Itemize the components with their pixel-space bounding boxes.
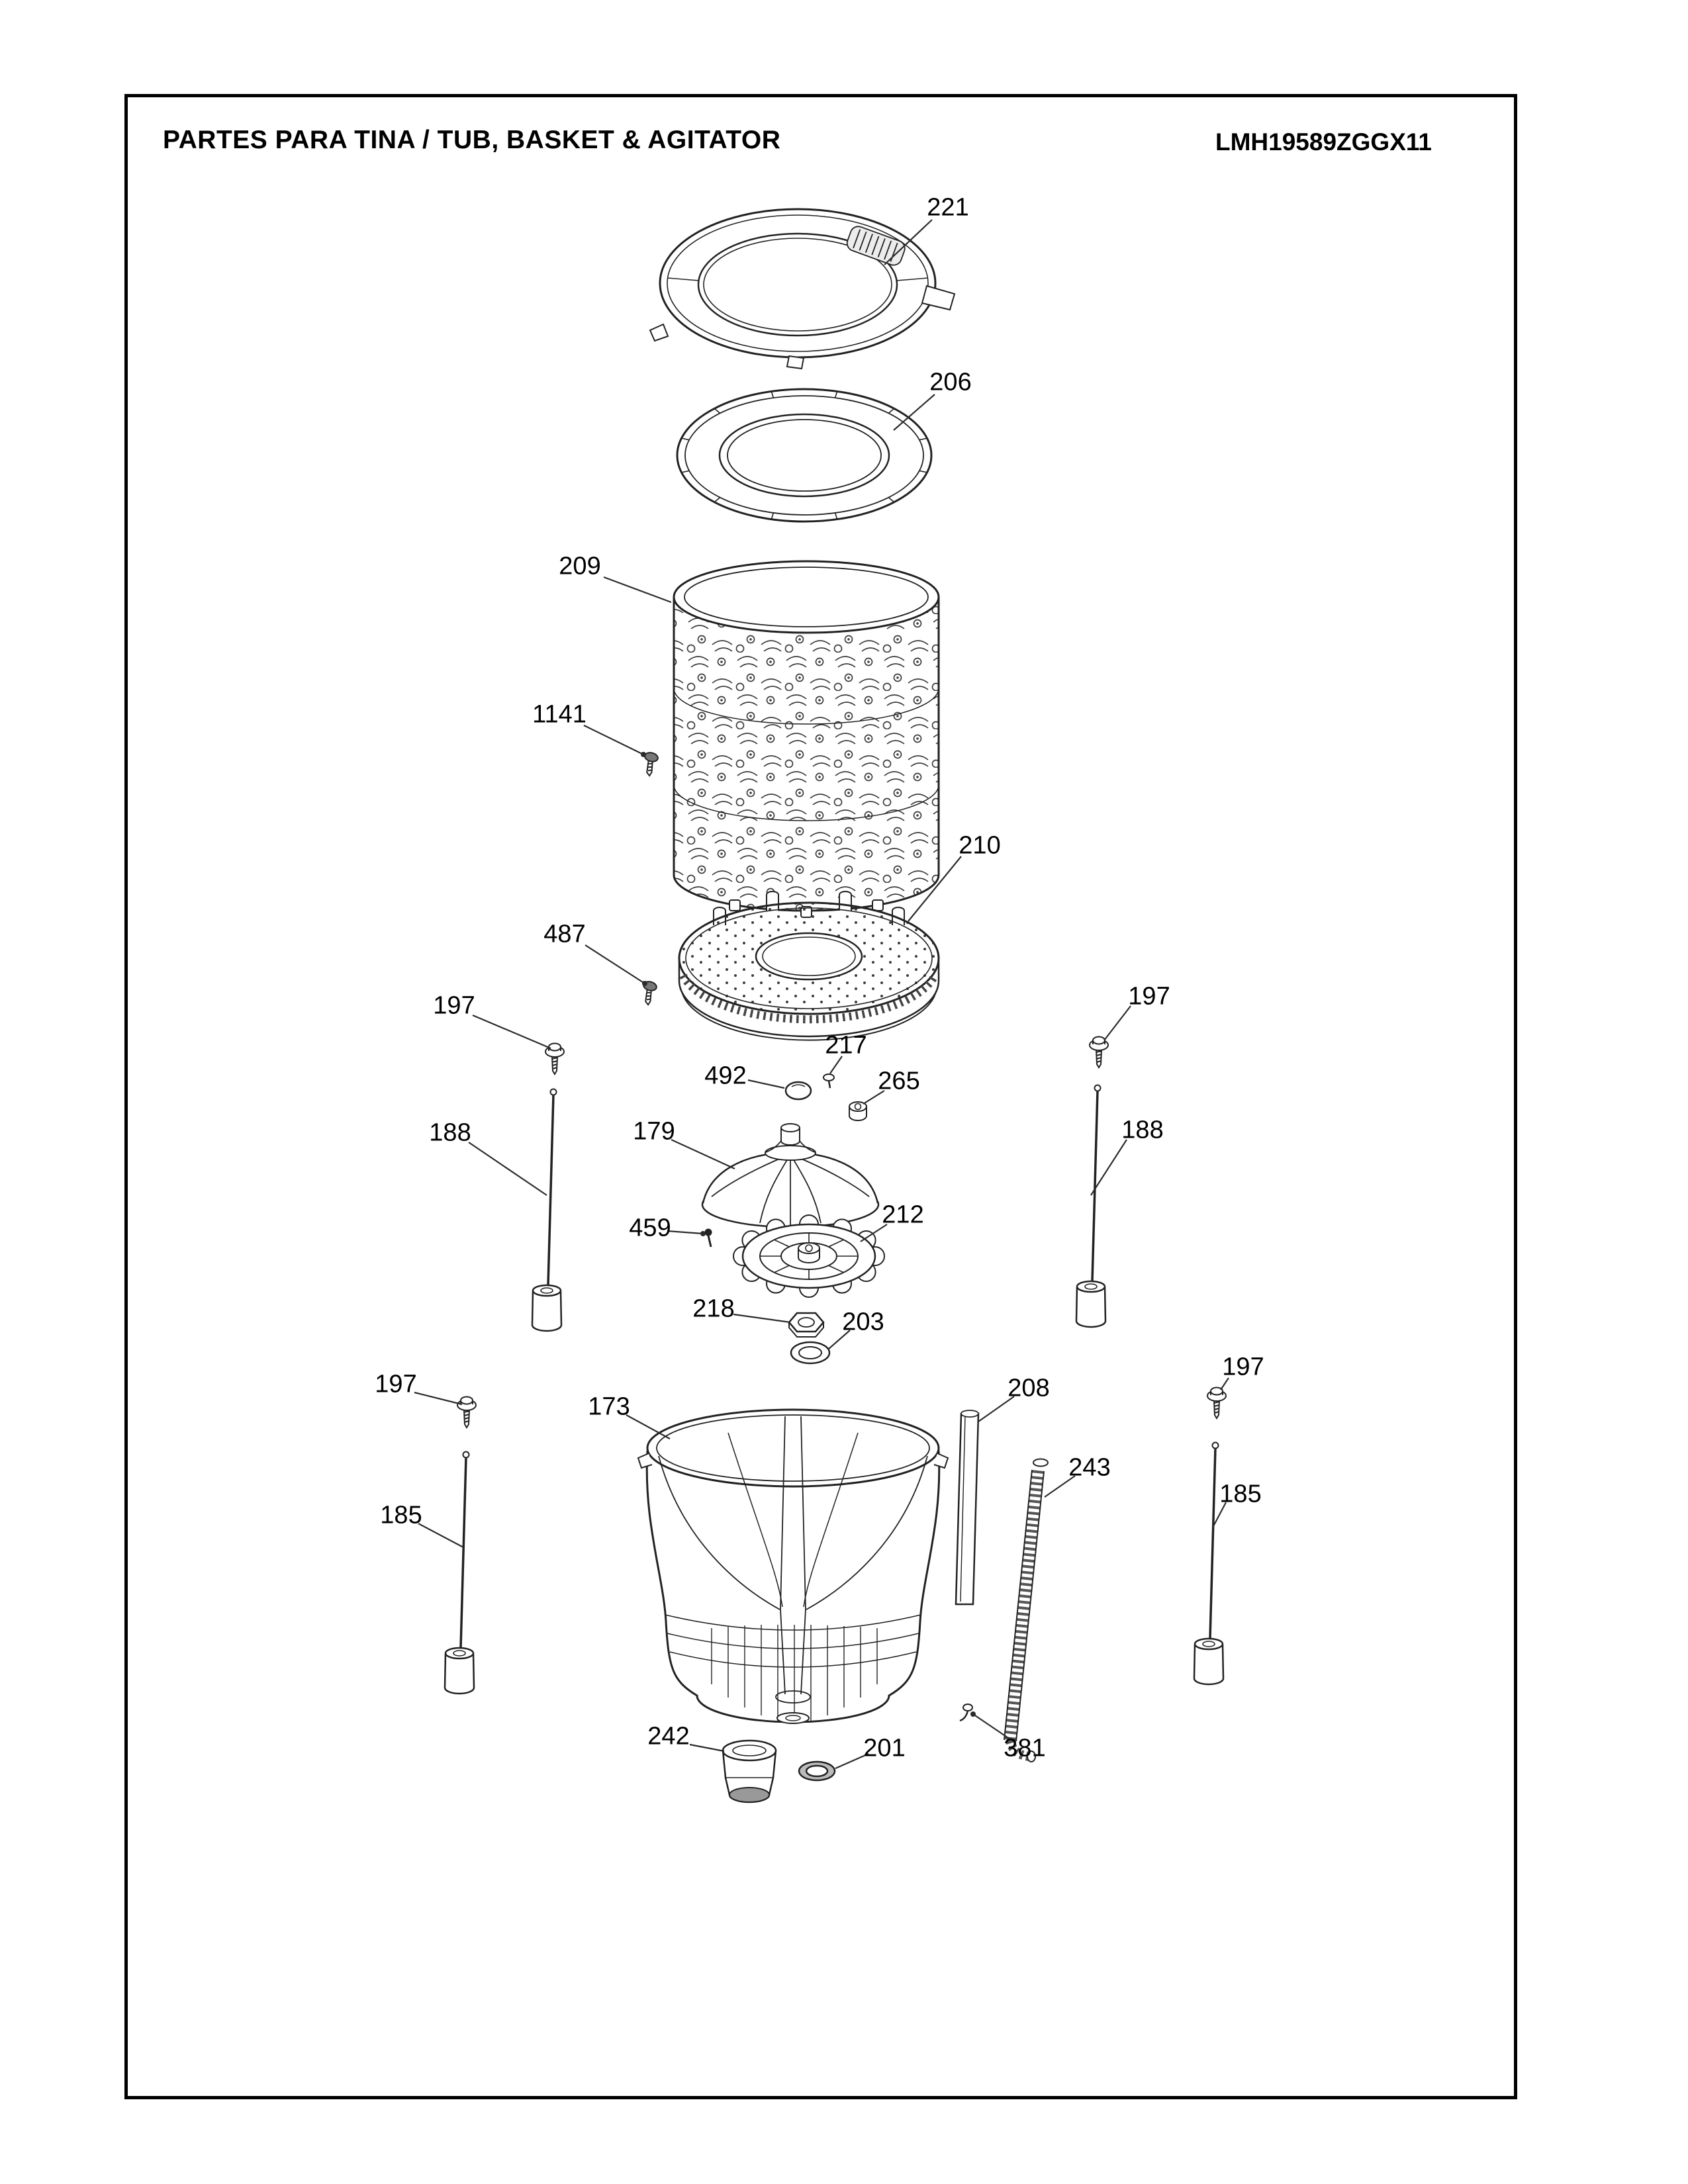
part-label-221: 221 [927, 193, 969, 222]
part-label-218: 218 [692, 1295, 735, 1323]
hub-nut-218-drawing [788, 1312, 825, 1338]
suspension-screw-lower-right-drawing [1207, 1387, 1227, 1419]
part-label-197-lower-right: 197 [1222, 1353, 1264, 1381]
suspension-screw-lower-left-drawing [457, 1396, 477, 1428]
part-label-1141: 1141 [532, 700, 586, 729]
part-label-492: 492 [704, 1062, 747, 1090]
drive-hub-drawing [733, 1214, 885, 1298]
part-label-381: 381 [1004, 1734, 1046, 1762]
part-label-212: 212 [882, 1201, 924, 1229]
part-label-185-right: 185 [1219, 1480, 1262, 1508]
part-label-197-upper-left: 197 [433, 991, 475, 1020]
part-label-179: 179 [633, 1117, 675, 1146]
drain-channel-drawing [955, 1410, 980, 1606]
part-label-459: 459 [629, 1214, 671, 1242]
outer-tub-drawing [637, 1408, 949, 1724]
suspension-rod-188-right-drawing [1075, 1083, 1107, 1328]
balance-ring-drawing [676, 388, 933, 523]
model-number: LMH19589ZGGX11 [1215, 128, 1432, 156]
part-label-185-left: 185 [380, 1501, 422, 1529]
part-label-242: 242 [647, 1722, 690, 1751]
suspension-rod-188-left-drawing [531, 1087, 563, 1332]
seal-201-drawing [798, 1760, 836, 1782]
damper-242-drawing [722, 1739, 777, 1803]
part-label-206: 206 [929, 368, 972, 396]
basket-drawing [673, 560, 940, 918]
clip-381-drawing [959, 1704, 973, 1722]
leader-lines [414, 219, 1229, 1770]
cap-492-drawing [784, 1081, 812, 1101]
pin-459-drawing [704, 1228, 712, 1248]
retainer-217-drawing [823, 1073, 835, 1089]
part-label-243: 243 [1068, 1453, 1111, 1482]
part-label-210: 210 [959, 831, 1001, 860]
suspension-screw-upper-right-drawing [1089, 1036, 1109, 1068]
suspension-rod-185-right-drawing [1193, 1441, 1225, 1686]
page-title: PARTES PARA TINA / TUB, BASKET & AGITATO… [163, 126, 781, 154]
part-label-201: 201 [863, 1734, 906, 1762]
base-screw-drawing [638, 979, 659, 1007]
suspension-rod-185-left-drawing [444, 1450, 475, 1695]
part-label-197-upper-right: 197 [1128, 982, 1170, 1011]
hose-drawing [1004, 1458, 1049, 1762]
part-label-208: 208 [1008, 1374, 1050, 1402]
part-label-188-right: 188 [1121, 1116, 1164, 1144]
part-label-209: 209 [559, 552, 601, 580]
part-label-188-left: 188 [429, 1118, 471, 1147]
part-label-197-lower-left: 197 [375, 1370, 417, 1398]
agitator-drawing [701, 1123, 880, 1228]
agitator-nut-265-drawing [849, 1101, 867, 1121]
washer-203-drawing [790, 1341, 831, 1365]
part-label-217: 217 [825, 1031, 867, 1060]
tub-cover-drawing [649, 208, 956, 370]
part-label-265: 265 [878, 1067, 920, 1095]
part-label-203: 203 [842, 1308, 884, 1336]
part-label-173: 173 [588, 1392, 630, 1421]
part-label-487: 487 [543, 920, 586, 948]
basket-base-drawing [678, 891, 940, 1041]
